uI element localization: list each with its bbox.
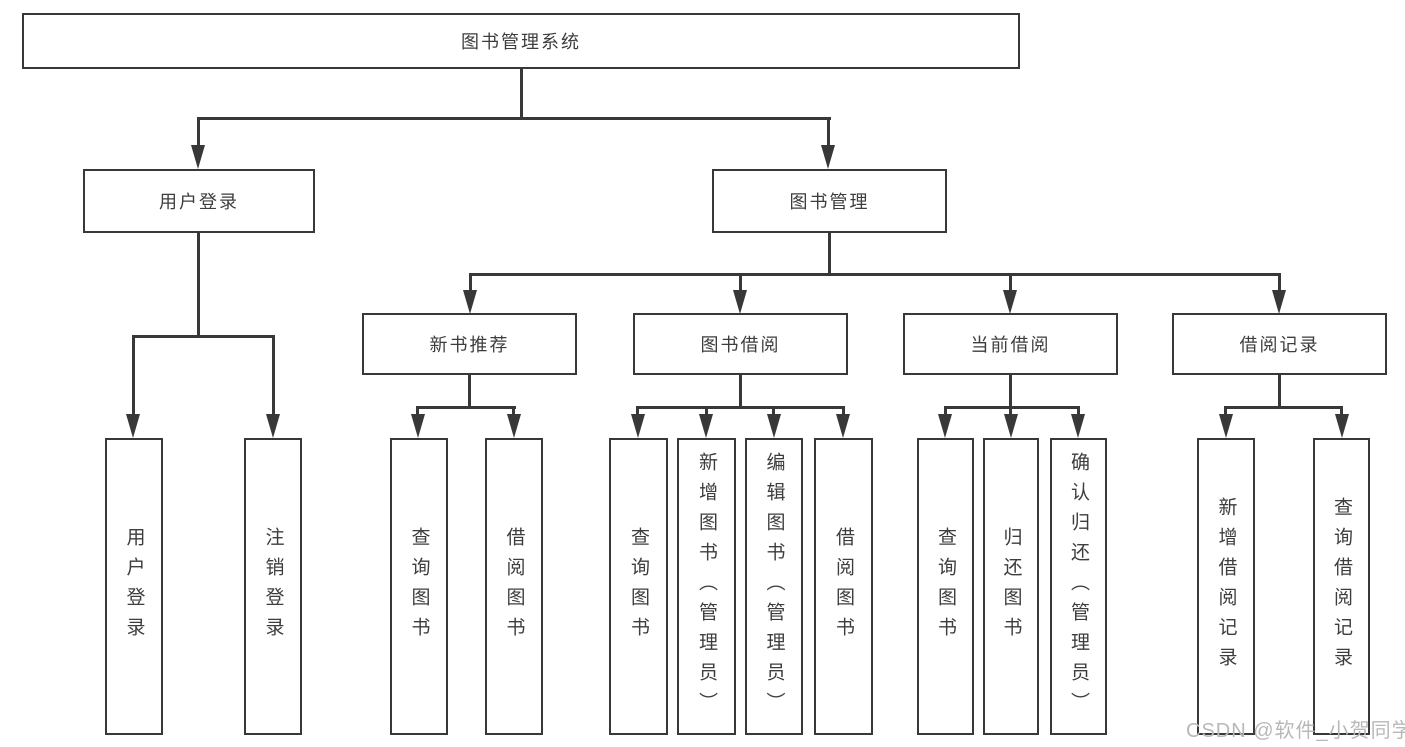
leaf-query-books-recommend: 查询图书 — [390, 438, 448, 735]
node-book-borrow-label: 图书借阅 — [700, 335, 781, 355]
connector-line — [705, 406, 708, 416]
connector-line — [416, 406, 419, 416]
connector-line — [944, 406, 947, 416]
leaf-borrow-books: 借阅图书 — [814, 438, 873, 735]
leaf-borrow-books-recommend: 借阅图书 — [485, 438, 543, 735]
node-root-label: 图书管理系统 — [461, 32, 581, 52]
arrow-down-icon — [821, 145, 835, 169]
leaf-logout: 注销登录 — [244, 438, 302, 735]
leaf-user-login-label: 用户登录 — [123, 526, 145, 647]
connector-line — [1077, 406, 1080, 416]
arrow-down-icon — [767, 414, 781, 438]
connector-line — [416, 406, 516, 409]
arrow-down-icon — [938, 414, 952, 438]
connector-line — [1278, 273, 1281, 293]
arrow-down-icon — [1219, 414, 1233, 438]
connector-line — [469, 273, 472, 293]
arrow-down-icon — [266, 414, 280, 438]
node-borrow-records-label: 借阅记录 — [1239, 335, 1320, 355]
leaf-query-books-current: 查询图书 — [917, 438, 974, 735]
node-new-book-recommend-label: 新书推荐 — [429, 335, 510, 355]
connector-line — [636, 406, 639, 416]
leaf-edit-books-admin: 编辑图书（管理员） — [745, 438, 803, 735]
connector-line — [827, 117, 830, 147]
leaf-return-books-label: 归还图书 — [1000, 526, 1022, 647]
connector-line — [636, 406, 845, 409]
node-user-login-label: 用户登录 — [159, 192, 239, 212]
connector-line — [197, 117, 831, 120]
node-current-borrow: 当前借阅 — [903, 313, 1118, 375]
connector-line — [739, 273, 742, 293]
leaf-edit-books-admin-label: 编辑图书（管理员） — [763, 451, 785, 722]
leaf-borrow-books-recommend-label: 借阅图书 — [503, 526, 525, 647]
arrow-down-icon — [191, 145, 205, 169]
node-user-login: 用户登录 — [83, 169, 315, 233]
arrow-down-icon — [631, 414, 645, 438]
leaf-confirm-return-admin: 确认归还（管理员） — [1050, 438, 1107, 735]
leaf-query-borrow-record-label: 查询借阅记录 — [1331, 496, 1352, 677]
connector-line — [772, 406, 775, 416]
node-root: 图书管理系统 — [22, 13, 1020, 69]
leaf-query-borrow-record: 查询借阅记录 — [1313, 438, 1370, 735]
connector-line — [1009, 375, 1012, 409]
arrow-down-icon — [463, 290, 477, 314]
arrow-down-icon — [699, 414, 713, 438]
leaf-add-borrow-record: 新增借阅记录 — [1197, 438, 1255, 735]
node-book-borrow: 图书借阅 — [633, 313, 848, 375]
node-book-management-label: 图书管理 — [789, 192, 870, 212]
connector-line — [828, 233, 831, 276]
connector-line — [512, 406, 515, 416]
arrow-down-icon — [411, 414, 425, 438]
connector-line — [468, 375, 471, 409]
connector-line — [1340, 406, 1343, 416]
leaf-return-books: 归还图书 — [983, 438, 1039, 735]
connector-line — [1009, 273, 1012, 293]
leaf-query-books-borrow: 查询图书 — [609, 438, 668, 735]
connector-line — [944, 406, 1080, 409]
leaf-user-login: 用户登录 — [105, 438, 163, 735]
arrow-down-icon — [1335, 414, 1349, 438]
connector-line — [132, 335, 275, 338]
node-new-book-recommend: 新书推荐 — [362, 313, 577, 375]
csdn-watermark: CSDN @软件_小贺同学 — [1186, 720, 1405, 742]
arrow-down-icon — [126, 414, 140, 438]
arrow-down-icon — [836, 414, 850, 438]
arrow-down-icon — [1272, 290, 1286, 314]
node-borrow-records: 借阅记录 — [1172, 313, 1387, 375]
connector-line — [520, 69, 523, 119]
leaf-borrow-books-label: 借阅图书 — [833, 526, 854, 647]
leaf-query-books-recommend-label: 查询图书 — [408, 526, 430, 647]
arrow-down-icon — [1071, 414, 1085, 438]
connector-line — [1278, 375, 1281, 409]
leaf-add-books-admin: 新增图书（管理员） — [677, 438, 736, 735]
connector-line — [469, 273, 1281, 276]
connector-line — [1009, 406, 1012, 416]
leaf-query-books-current-label: 查询图书 — [935, 526, 956, 647]
leaf-query-books-borrow-label: 查询图书 — [628, 526, 649, 647]
connector-line — [842, 406, 845, 416]
arrow-down-icon — [1003, 290, 1017, 314]
arrow-down-icon — [1004, 414, 1018, 438]
connector-line — [197, 233, 200, 338]
leaf-logout-label: 注销登录 — [262, 526, 284, 647]
connector-line — [1224, 406, 1227, 416]
arrow-down-icon — [733, 290, 747, 314]
leaf-confirm-return-admin-label: 确认归还（管理员） — [1068, 451, 1089, 722]
leaf-add-books-admin-label: 新增图书（管理员） — [696, 451, 717, 722]
connector-line — [1224, 406, 1343, 409]
node-book-management: 图书管理 — [712, 169, 947, 233]
arrow-down-icon — [507, 414, 521, 438]
connector-line — [132, 335, 135, 415]
leaf-add-borrow-record-label: 新增借阅记录 — [1215, 496, 1237, 677]
node-current-borrow-label: 当前借阅 — [970, 335, 1051, 355]
connector-line — [739, 375, 742, 409]
connector-line — [197, 117, 200, 147]
connector-line — [272, 335, 275, 415]
